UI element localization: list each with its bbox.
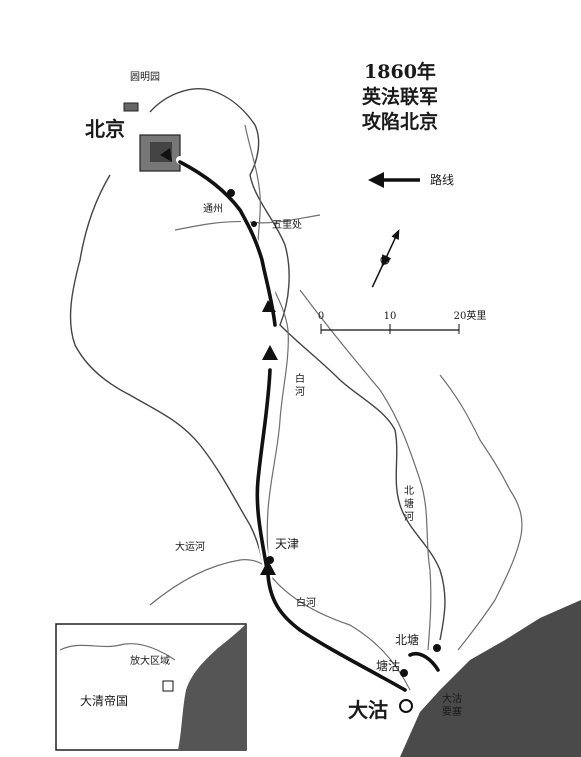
label-baihe-upper-1: 白 (295, 372, 305, 385)
advance-route (255, 368, 407, 692)
map-title-line3: 攻陷北京 (362, 110, 438, 133)
scale-tick-10: 10 (384, 311, 397, 322)
route-arrow-1 (262, 345, 278, 360)
tianjin-dot (266, 556, 274, 564)
label-beijing: 北京 (85, 117, 125, 141)
scale-bar: 0 10 20英里 (318, 309, 487, 334)
dagu-fort-marker (399, 699, 413, 713)
label-dagu-fort-1: 大沽 (442, 692, 462, 705)
legend: 路线 (368, 172, 454, 188)
label-dagu-fort-2: 要塞 (442, 705, 462, 718)
label-tongzhou: 通州 (203, 203, 223, 215)
map-title-line1: 1860年 (364, 60, 436, 83)
sea-area (400, 600, 581, 757)
tongzhou-river (174, 214, 321, 231)
label-beitanghe-2: 塘 (404, 497, 414, 510)
yuanmingyuan-marker (123, 102, 139, 112)
label-dagu: 大沽 (348, 698, 388, 722)
inset-empire-label: 大清帝国 (80, 693, 128, 708)
inset-zoom-box (162, 680, 174, 692)
coast-river-east (439, 374, 523, 651)
beitang-dot (433, 644, 441, 652)
route-arrow-2 (260, 560, 276, 575)
label-grand-canal: 大运河 (175, 540, 205, 553)
scale-tick-20: 20英里 (454, 309, 487, 322)
region-border-west (69, 174, 266, 576)
label-yuanmingyuan: 圆明园 (130, 71, 160, 83)
tongzhou-dot (227, 189, 235, 197)
beitang-river (299, 289, 432, 651)
route-arrow-4 (262, 300, 276, 312)
label-beitanghe-1: 北 (404, 485, 414, 497)
label-tanggu: 塘沽 (376, 658, 400, 673)
label-tianjin: 天津 (275, 537, 299, 551)
inset-map: 放大区域 大清帝国 (55, 623, 247, 751)
route-arrow-3 (160, 148, 172, 162)
arrow-left-icon (368, 172, 384, 188)
label-wulichu: 五里处 (272, 219, 302, 231)
tanggu-dot (400, 669, 408, 677)
label-baihe-upper-2: 河 (295, 386, 305, 398)
inset-sea (178, 624, 246, 750)
label-baihe-lower: 白河 (296, 596, 316, 609)
scale-tick-0: 0 (318, 311, 324, 322)
grand-canal (149, 559, 271, 606)
route-halo (176, 156, 409, 694)
advance-route-lower (408, 651, 440, 672)
inset-border (59, 643, 176, 661)
inset-zoom-label: 放大区域 (130, 654, 170, 667)
map-title-line2: 英法联军 (362, 85, 438, 108)
label-beitanghe-3: 河 (404, 511, 414, 523)
legend-route-label: 路线 (430, 172, 454, 187)
wulichu-dot (251, 221, 257, 227)
advance-route-north (178, 160, 277, 327)
north-arrow-icon (371, 229, 400, 288)
region-border (149, 88, 446, 641)
label-beitang: 北塘 (395, 632, 419, 647)
bai-river (244, 124, 411, 691)
